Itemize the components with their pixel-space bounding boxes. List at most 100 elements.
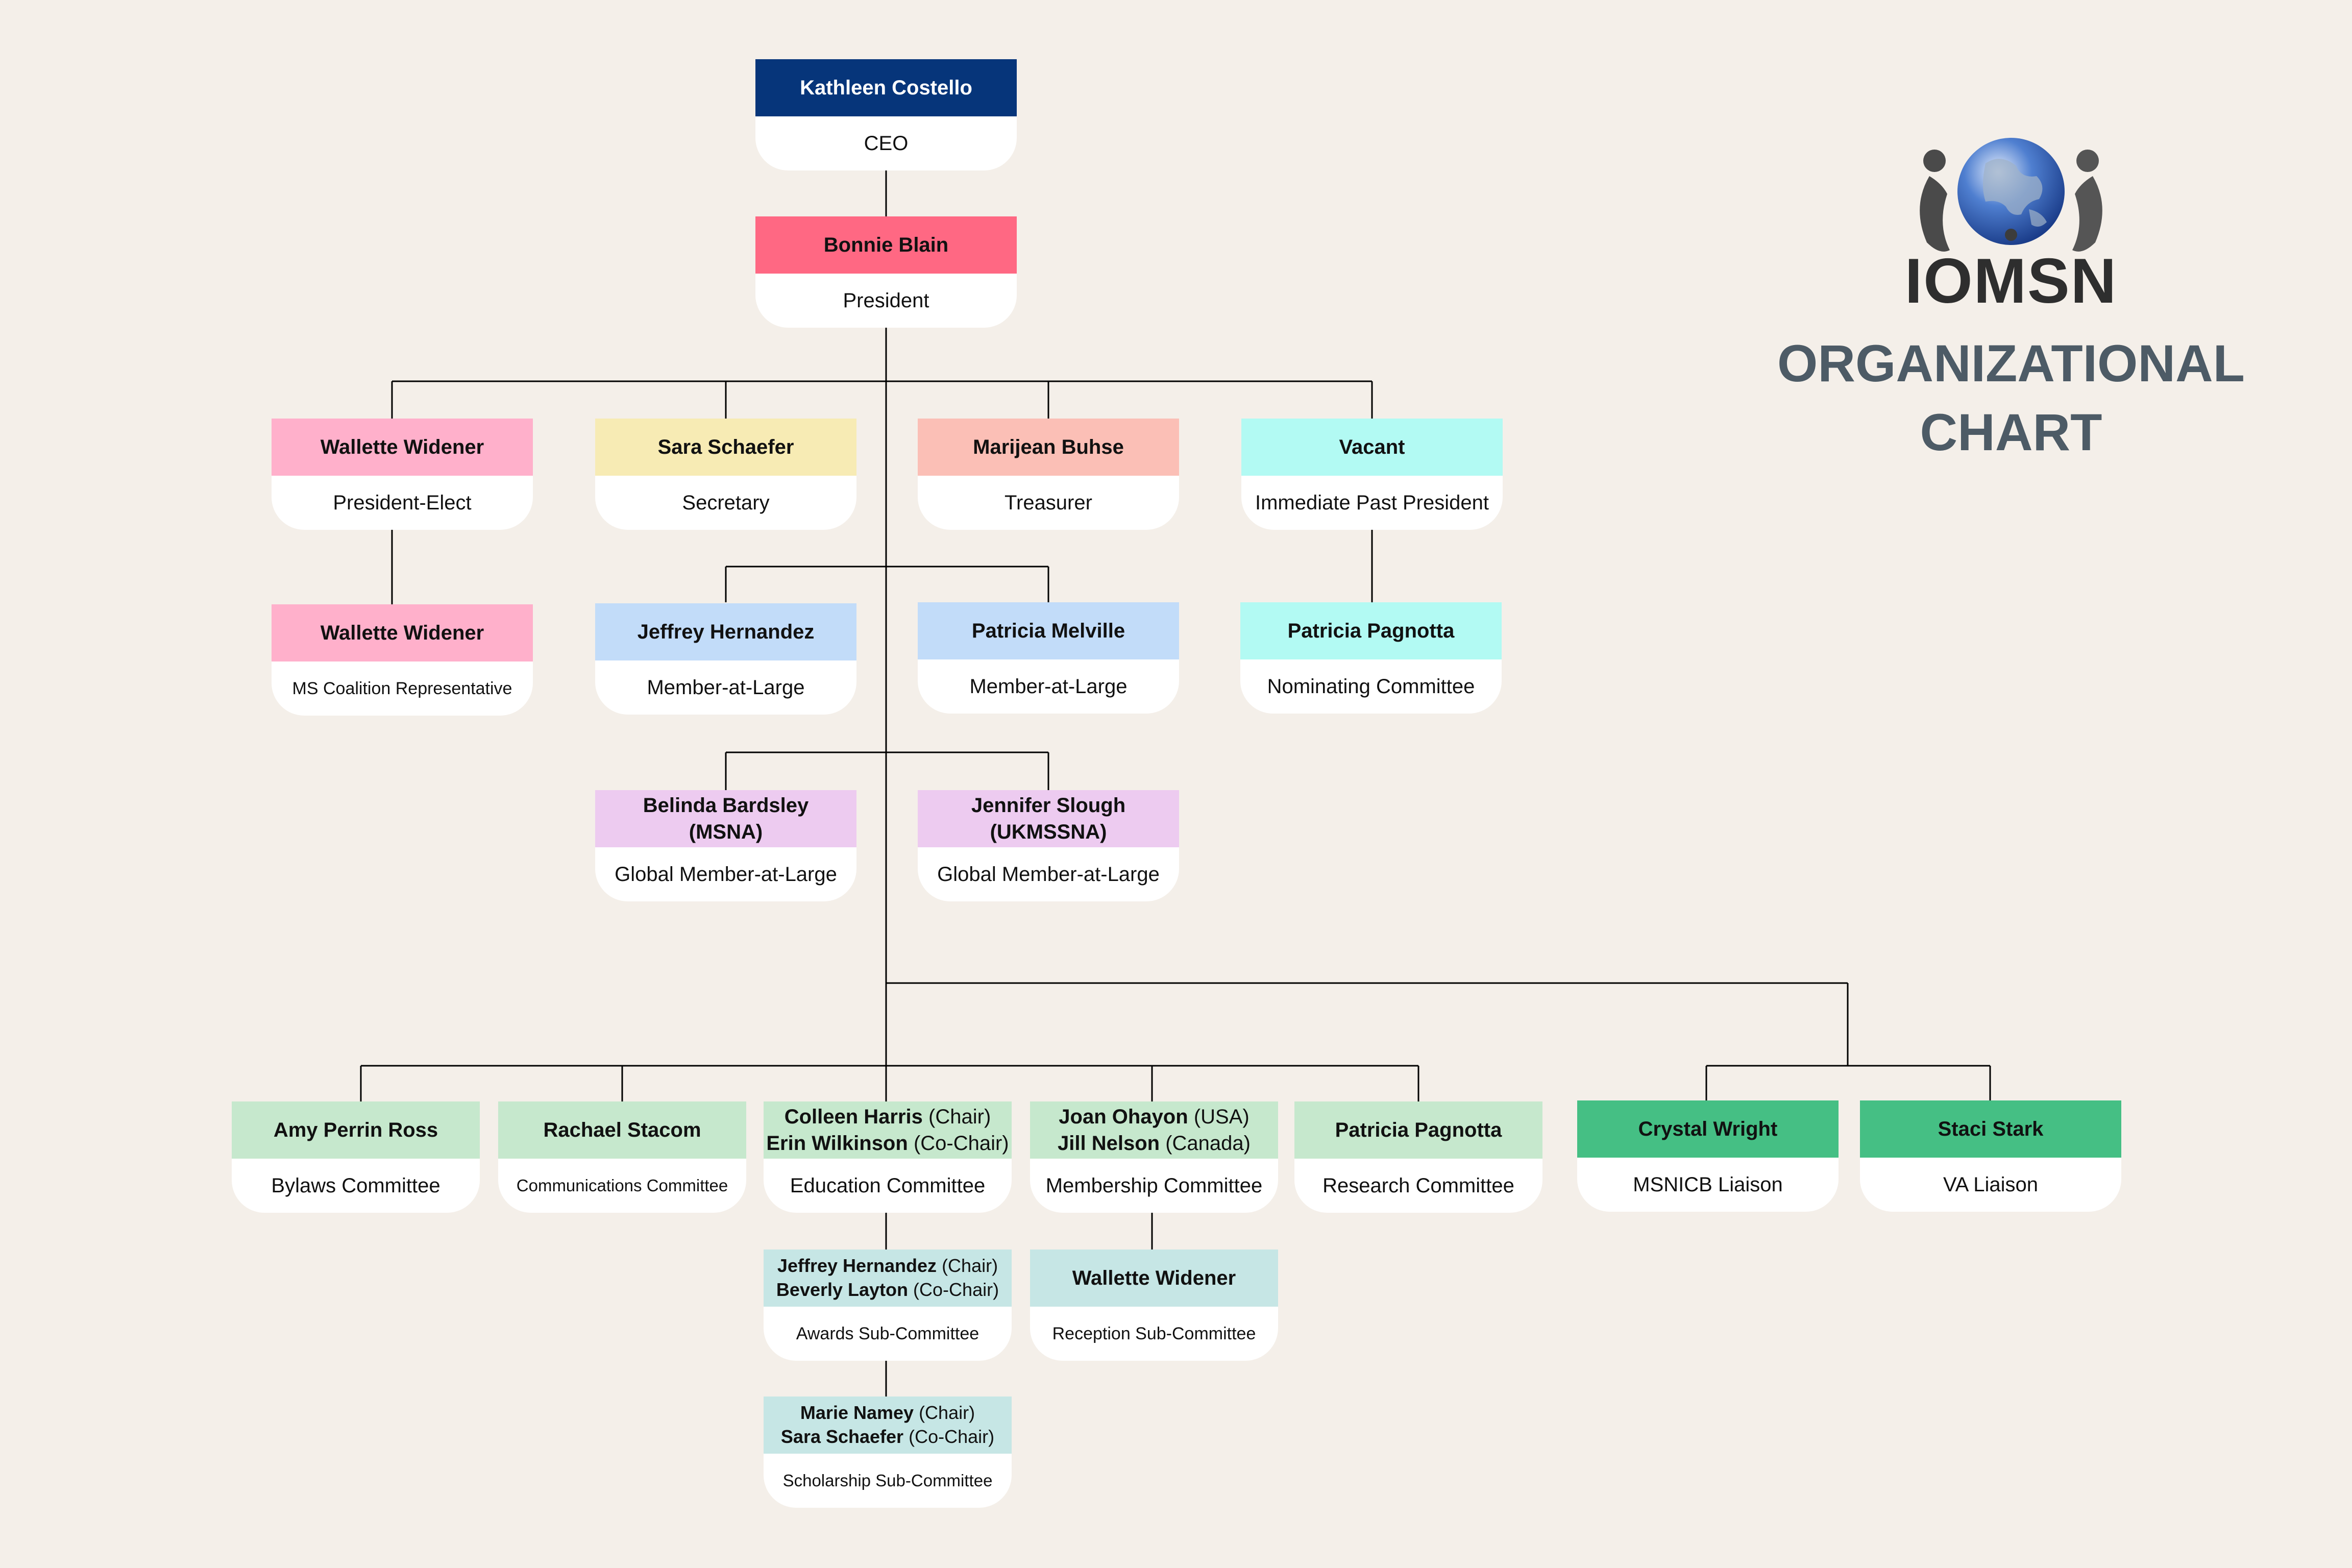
past-president-name: Vacant [1339, 436, 1405, 458]
node-name-header: Rachael Stacom [498, 1101, 746, 1159]
globe-with-people-logo-icon [1920, 138, 2102, 252]
bylaws-role: Bylaws Committee [271, 1174, 440, 1197]
membership-usa-name: Joan Ohayon [1059, 1106, 1188, 1128]
node-name-header: Patricia Melville [918, 602, 1179, 659]
education-chair-line: Colleen Harris (Chair) [785, 1104, 991, 1130]
awards-chair-tag: (Chair) [942, 1255, 998, 1277]
global-member-2-name: Jennifer Slough [971, 794, 1126, 817]
node-past-president: Vacant Immediate Past President [1241, 419, 1503, 530]
node-secretary: Sara Schaefer Secretary [595, 419, 856, 530]
node-name-header: Belinda Bardsley (MSNA) [595, 790, 856, 847]
scholarship-chair-tag: (Chair) [919, 1402, 975, 1424]
president-elect-name: Wallette Widener [320, 436, 484, 458]
secretary-name: Sara Schaefer [657, 436, 794, 458]
node-ms-coalition: Wallette Widener MS Coalition Representa… [272, 604, 533, 716]
member-at-large-1-role: Member-at-Large [647, 676, 805, 699]
awards-chair-line: Jeffrey Hernandez (Chair) [777, 1254, 998, 1278]
node-member-at-large-1: Jeffrey Hernandez Member-at-Large [595, 603, 856, 715]
node-scholarship-sub-committee: Marie Namey (Chair) Sara Schaefer (Co-Ch… [764, 1396, 1012, 1508]
node-name-header: Kathleen Costello [755, 59, 1017, 116]
global-member-2-org: (UKMSSNA) [990, 821, 1107, 843]
ceo-name: Kathleen Costello [800, 77, 972, 99]
membership-canada-tag: (Canada) [1165, 1132, 1251, 1155]
treasurer-name: Marijean Buhse [973, 436, 1124, 458]
node-name-header: Wallette Widener [1030, 1250, 1278, 1307]
scholarship-role: Scholarship Sub-Committee [782, 1471, 993, 1490]
nominating-name: Patricia Pagnotta [1287, 620, 1455, 642]
education-chair-name: Colleen Harris [784, 1106, 923, 1128]
education-cochair-line: Erin Wilkinson (Co-Chair) [766, 1130, 1009, 1157]
global-member-2-role: Global Member-at-Large [937, 863, 1160, 886]
membership-usa-tag: (USA) [1193, 1106, 1250, 1128]
va-liaison-name: Staci Stark [1938, 1118, 2044, 1140]
node-global-member-1: Belinda Bardsley (MSNA) Global Member-at… [595, 790, 856, 901]
node-name-header: Vacant [1241, 419, 1503, 476]
research-role: Research Committee [1322, 1174, 1514, 1197]
node-communications: Rachael Stacom Communications Committee [498, 1101, 746, 1213]
brand-name: IOMSN [1904, 246, 2118, 316]
past-president-role: Immediate Past President [1255, 491, 1489, 514]
node-name-header: Marie Namey (Chair) Sara Schaefer (Co-Ch… [764, 1396, 1012, 1454]
node-name-header: Jeffrey Hernandez [595, 603, 856, 660]
membership-usa-line: Joan Ohayon (USA) [1059, 1104, 1249, 1130]
global-member-1-role: Global Member-at-Large [615, 863, 837, 886]
node-name-header: Marijean Buhse [918, 419, 1179, 476]
node-membership: Joan Ohayon (USA) Jill Nelson (Canada) M… [1030, 1101, 1278, 1213]
global-member-1-org: (MSNA) [689, 821, 763, 843]
scholarship-cochair-tag: (Co-Chair) [909, 1426, 995, 1447]
node-name-header: Wallette Widener [272, 604, 533, 662]
node-va-liaison: Staci Stark VA Liaison [1860, 1100, 2121, 1212]
title-line-2: CHART [1920, 403, 2102, 461]
node-nominating: Patricia Pagnotta Nominating Committee [1240, 602, 1502, 714]
membership-role: Membership Committee [1045, 1174, 1263, 1197]
msnicb-liaison-role: MSNICB Liaison [1633, 1173, 1783, 1196]
node-name-header: Jeffrey Hernandez (Chair) Beverly Layton… [764, 1250, 1012, 1307]
node-name-header: Wallette Widener [272, 419, 533, 476]
node-member-at-large-2: Patricia Melville Member-at-Large [918, 602, 1179, 714]
awards-role: Awards Sub-Committee [796, 1324, 979, 1343]
reception-name: Wallette Widener [1072, 1267, 1236, 1289]
president-name: Bonnie Blain [823, 234, 949, 256]
awards-cochair-name: Beverly Layton [776, 1279, 909, 1300]
awards-cochair-line: Beverly Layton (Co-Chair) [776, 1278, 999, 1302]
treasurer-role: Treasurer [1004, 491, 1092, 514]
awards-cochair-tag: (Co-Chair) [913, 1279, 999, 1300]
node-name-header: Crystal Wright [1577, 1100, 1839, 1158]
ms-coalition-role: MS Coalition Representative [292, 678, 512, 698]
node-name-header: Colleen Harris (Chair) Erin Wilkinson (C… [764, 1101, 1012, 1159]
page-title: ORGANIZATIONAL CHART [1746, 329, 2276, 467]
education-cochair-name: Erin Wilkinson [766, 1132, 908, 1155]
msnicb-liaison-name: Crystal Wright [1638, 1118, 1778, 1140]
bylaws-name: Amy Perrin Ross [273, 1119, 438, 1141]
node-president-elect: Wallette Widener President-Elect [272, 419, 533, 530]
node-name-header: Sara Schaefer [595, 419, 856, 476]
member-at-large-2-role: Member-at-Large [969, 675, 1128, 698]
membership-canada-name: Jill Nelson [1058, 1132, 1160, 1155]
scholarship-chair-name: Marie Namey [800, 1402, 914, 1424]
secretary-role: Secretary [682, 491, 770, 514]
nominating-role: Nominating Committee [1267, 675, 1475, 698]
va-liaison-role: VA Liaison [1943, 1173, 2039, 1196]
reception-role: Reception Sub-Committee [1052, 1324, 1256, 1343]
node-research: Patricia Pagnotta Research Committee [1294, 1101, 1542, 1213]
node-name-header: Joan Ohayon (USA) Jill Nelson (Canada) [1030, 1101, 1278, 1159]
node-name-header: Patricia Pagnotta [1294, 1101, 1542, 1159]
scholarship-cochair-name: Sara Schaefer [780, 1426, 904, 1447]
title-line-1: ORGANIZATIONAL [1777, 334, 2245, 393]
node-reception-sub-committee: Wallette Widener Reception Sub-Committee [1030, 1250, 1278, 1361]
education-cochair-tag: (Co-Chair) [913, 1132, 1009, 1155]
node-ceo: Kathleen Costello CEO [755, 59, 1017, 170]
education-chair-tag: (Chair) [928, 1106, 991, 1128]
node-treasurer: Marijean Buhse Treasurer [918, 419, 1179, 530]
ceo-role: CEO [864, 132, 909, 155]
node-bylaws: Amy Perrin Ross Bylaws Committee [232, 1101, 480, 1213]
node-awards-sub-committee: Jeffrey Hernandez (Chair) Beverly Layton… [764, 1250, 1012, 1361]
communications-name: Rachael Stacom [543, 1119, 701, 1141]
president-elect-role: President-Elect [333, 491, 472, 514]
node-global-member-2: Jennifer Slough (UKMSSNA) Global Member-… [918, 790, 1179, 901]
node-name-header: Jennifer Slough (UKMSSNA) [918, 790, 1179, 847]
node-msnicb-liaison: Crystal Wright MSNICB Liaison [1577, 1100, 1839, 1212]
node-education: Colleen Harris (Chair) Erin Wilkinson (C… [764, 1101, 1012, 1213]
node-name-header: Bonnie Blain [755, 216, 1017, 274]
education-role: Education Committee [790, 1174, 986, 1197]
